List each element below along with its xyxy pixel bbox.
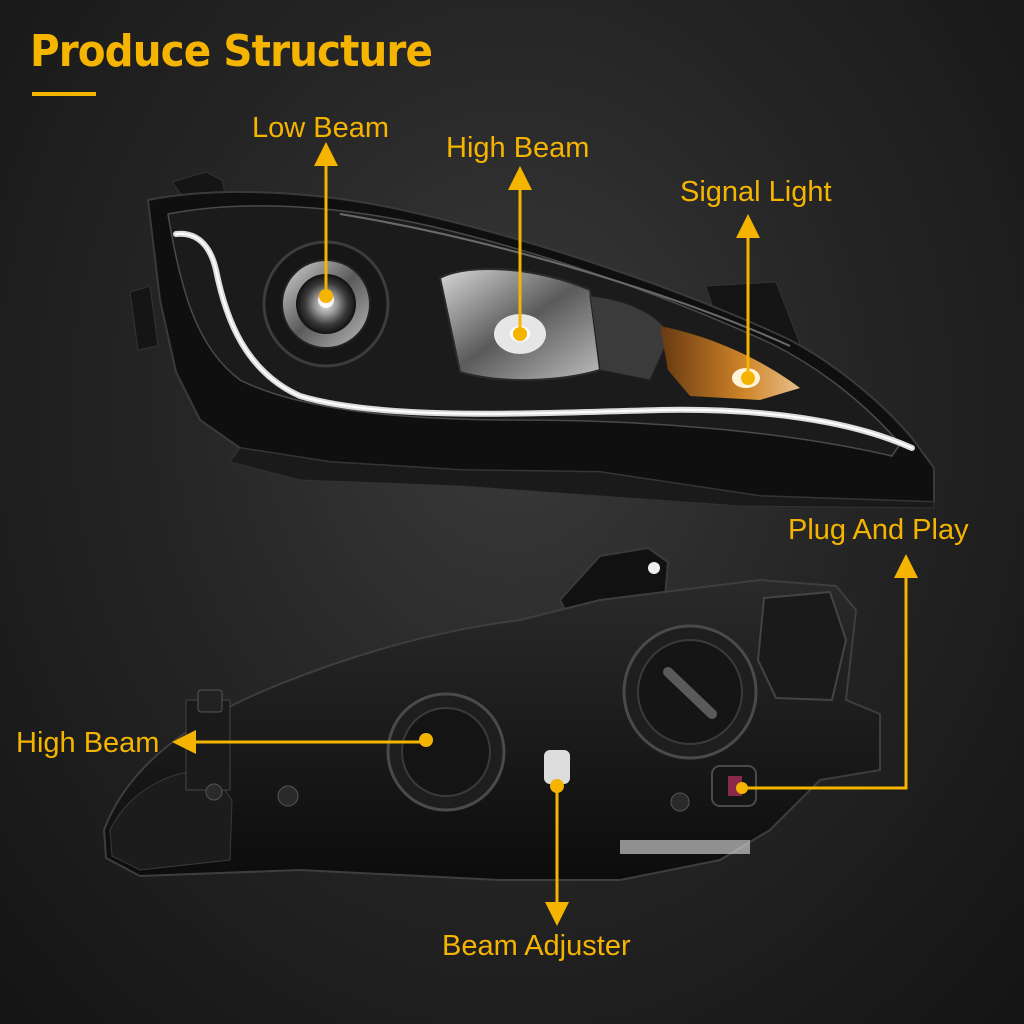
rear-left-bracket xyxy=(185,699,231,791)
label-front-high-beam: High Beam xyxy=(446,132,590,164)
callout-low-beam-arrow xyxy=(314,142,338,303)
front-headlight xyxy=(129,171,935,509)
label-beam-adjuster: Beam Adjuster xyxy=(442,930,631,962)
label-rear-high-beam: High Beam xyxy=(16,727,160,759)
plug-connector xyxy=(711,765,757,807)
callout-signal-light-arrow xyxy=(736,214,760,385)
title-underline xyxy=(32,92,96,96)
callout-plug-and-play-arrow xyxy=(742,554,918,790)
label-plug-and-play: Plug And Play xyxy=(788,514,969,546)
label-signal-light: Signal Light xyxy=(680,176,832,208)
rear-headlight xyxy=(102,546,881,881)
callout-front-high-beam-arrow xyxy=(508,166,532,341)
page-title: Produce Structure xyxy=(30,26,433,77)
rear-low-beam-cap xyxy=(622,624,758,760)
front-left-tab xyxy=(129,285,159,351)
label-low-beam: Low Beam xyxy=(252,112,390,144)
low-beam-projector xyxy=(262,240,390,368)
rear-high-beam-cap xyxy=(386,692,506,812)
